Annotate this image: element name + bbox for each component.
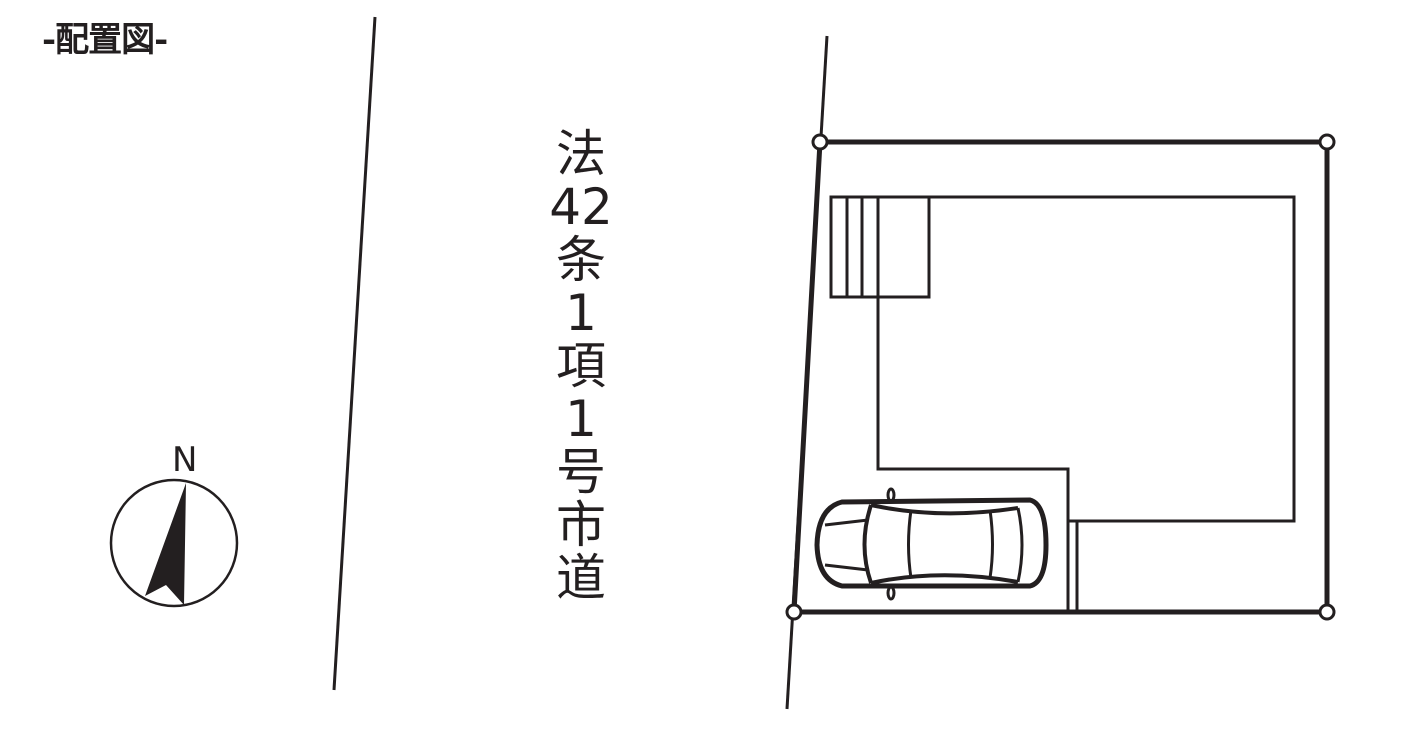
boundary-marker (811, 133, 829, 151)
boundary-marker (1318, 603, 1336, 621)
fence (1066, 521, 1079, 612)
road-label-char: 1 (565, 284, 597, 342)
road-label-char: 号 (556, 443, 606, 501)
boundary-marker (785, 603, 803, 621)
parked-car-icon (814, 487, 1049, 601)
entrance-steps (829, 195, 931, 299)
road-edge-left (332, 16, 377, 691)
building-footprint (876, 195, 1296, 523)
road-label: 法 42 条 1 項 1 号 市 道 (536, 128, 626, 605)
north-label: N (172, 440, 198, 480)
road-label-char: 条 (556, 231, 606, 289)
diagram-title: -配置図- (42, 20, 168, 60)
road-label-char: 42 (549, 178, 613, 236)
boundary-marker (1318, 133, 1336, 151)
north-arrow-icon (109, 478, 239, 608)
road-label-char: 道 (556, 549, 606, 607)
road-label-char: 1 (565, 390, 597, 448)
lot-boundary (785, 133, 1336, 621)
road-label-char: 項 (556, 337, 606, 395)
road-label-char: 法 (556, 125, 606, 183)
road-label-char: 市 (556, 496, 606, 554)
